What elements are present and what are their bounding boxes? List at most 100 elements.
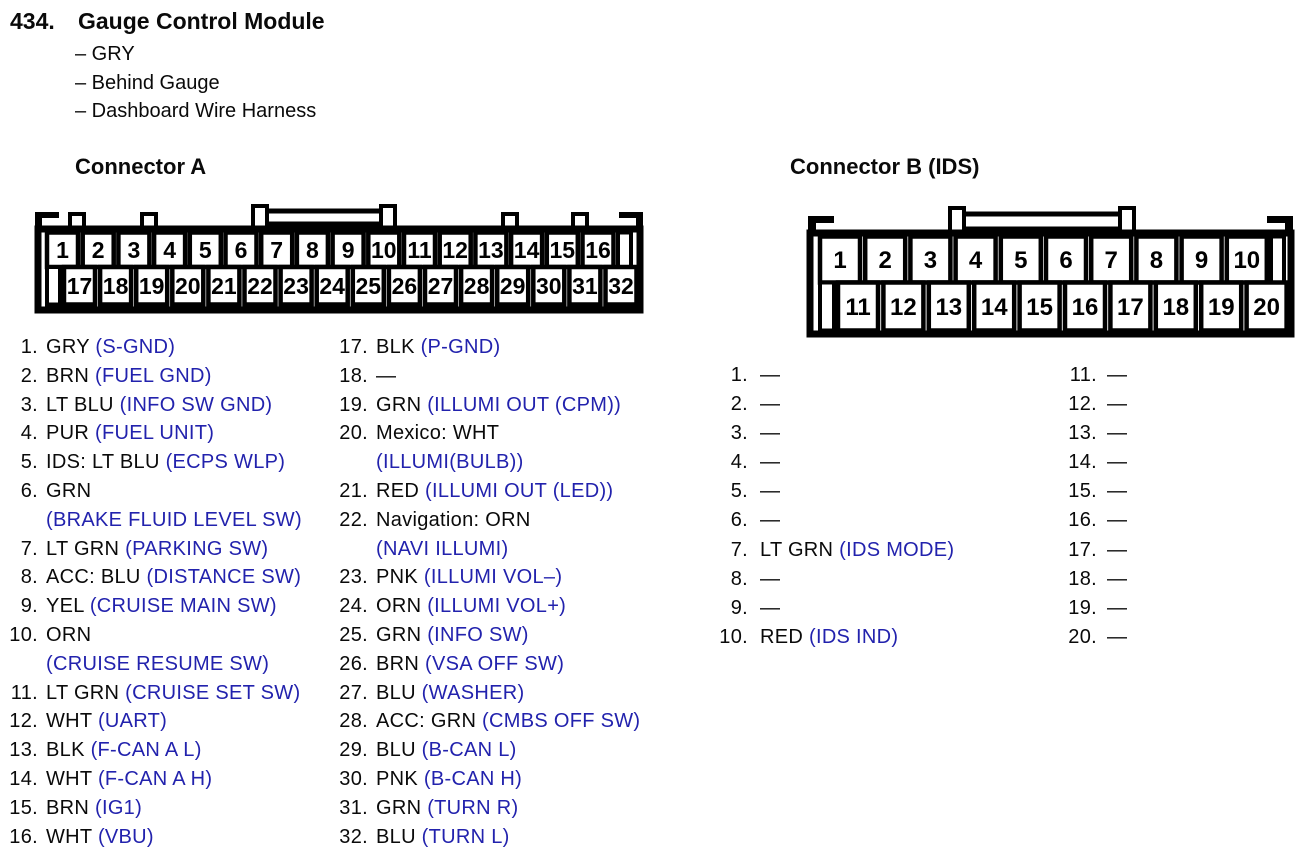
pin-cell bbox=[1088, 234, 1134, 285]
pin-list-desc: RED (ILLUMI OUT (LED)) bbox=[376, 477, 613, 506]
pin-cell bbox=[258, 230, 295, 270]
wire-color-label: PNK bbox=[376, 767, 419, 790]
pin-list-item: 3.— bbox=[700, 419, 954, 448]
pin-list-item: 2.BRN (FUEL GND) bbox=[8, 362, 302, 391]
pin-cell bbox=[314, 264, 350, 307]
signal-name-label: (FUEL GND) bbox=[95, 364, 212, 387]
wire-color-label: LT GRN bbox=[46, 537, 120, 560]
wire-color-label: — bbox=[1107, 393, 1128, 416]
wire-color-label: PUR bbox=[46, 422, 90, 445]
pin-number: 28 bbox=[464, 273, 490, 299]
pin-cell bbox=[1198, 280, 1244, 333]
pin-cell bbox=[116, 230, 152, 270]
pin-cell bbox=[242, 264, 278, 307]
wire-color-label: — bbox=[760, 596, 781, 619]
connector-corner-hook bbox=[35, 212, 42, 230]
pin-list-number: 9. bbox=[730, 596, 748, 619]
pin-list-item: 20.— bbox=[1040, 623, 1127, 652]
pin-list-desc: IDS: LT BLU (ECPS WLP) bbox=[46, 448, 285, 477]
pin-cell bbox=[1153, 280, 1199, 333]
signal-name-label: (IG1) bbox=[95, 796, 143, 819]
wire-color-label: Navigation: ORN bbox=[376, 508, 531, 531]
pin-number: 2 bbox=[879, 247, 892, 274]
pin-list-number: 11. bbox=[1069, 364, 1097, 386]
pin-list-item: 28.ACC: GRN (CMBS OFF SW) bbox=[333, 707, 640, 736]
pin-number: 11 bbox=[407, 237, 432, 263]
pin-list-item: 4.— bbox=[700, 448, 954, 477]
pin-list-desc: LT GRN (CRUISE SET SW) bbox=[46, 679, 300, 708]
pin-list-item: 13.BLK (F-CAN A L) bbox=[8, 736, 302, 765]
pin-cell bbox=[386, 264, 423, 307]
pin-list-number: 8. bbox=[730, 567, 748, 590]
pin-cell bbox=[817, 234, 863, 285]
pin-list-number: 5. bbox=[20, 451, 38, 474]
pin-list-number: 10. bbox=[9, 623, 38, 646]
module-details: – GRY– Behind Gauge– Dashboard Wire Harn… bbox=[75, 40, 316, 126]
pin-list-desc: BLK (P-GND) bbox=[376, 333, 500, 362]
pin-number: 24 bbox=[319, 273, 345, 299]
connector-corner-hook bbox=[636, 212, 643, 230]
wire-color-label: GRN bbox=[376, 796, 422, 819]
pin-list-desc: — bbox=[1107, 536, 1127, 565]
wire-color-label: GRY bbox=[46, 336, 90, 358]
pin-number: 5 bbox=[1014, 247, 1027, 274]
pin-number: 31 bbox=[572, 273, 598, 299]
pin-list-item: 25.GRN (INFO SW) bbox=[333, 621, 640, 650]
pin-number: 13 bbox=[478, 237, 504, 263]
wire-color-label: — bbox=[760, 364, 781, 386]
pin-list-item: 20.Mexico: WHT(ILLUMI(BULB)) bbox=[333, 419, 640, 477]
pin-cell bbox=[1108, 280, 1153, 333]
pin-list-number: 10. bbox=[719, 625, 748, 648]
pin-list-desc: — bbox=[1107, 390, 1127, 419]
wire-color-label: — bbox=[1107, 451, 1128, 474]
wire-color-label: — bbox=[1107, 509, 1128, 532]
pin-number: 15 bbox=[550, 237, 576, 263]
pin-cell bbox=[437, 230, 473, 270]
connector-corner-hook bbox=[35, 212, 59, 218]
connector-clip-bar bbox=[257, 208, 391, 227]
wire-color-label: BLU bbox=[376, 739, 416, 762]
signal-name-label: (B-CAN H) bbox=[423, 767, 523, 790]
pin-number: 9 bbox=[1195, 247, 1208, 274]
pin-number: 22 bbox=[247, 273, 273, 299]
signal-name-label: (BRAKE FLUID LEVEL SW) bbox=[46, 508, 302, 531]
page-title: 434. Gauge Control Module bbox=[10, 8, 325, 34]
signal-name-label: (IDS IND) bbox=[809, 625, 899, 648]
signal-name-label: (ILLUMI OUT (LED)) bbox=[425, 479, 614, 502]
pin-list-desc: ACC: BLU (DISTANCE SW) bbox=[46, 563, 301, 592]
blank-cell bbox=[818, 280, 836, 333]
pin-list-item: 29.BLU (B-CAN L) bbox=[333, 736, 640, 765]
signal-name-label: (ILLUMI VOL+) bbox=[427, 595, 567, 618]
connector-b-pin-list-right: 11.—12.—13.—14.—15.—16.—17.—18.—19.—20.— bbox=[1040, 361, 1127, 652]
pin-number: 23 bbox=[283, 273, 309, 299]
pin-cell bbox=[1244, 280, 1289, 333]
pin-list-number: 3. bbox=[20, 393, 38, 416]
pin-list-desc: GRN (TURN R) bbox=[376, 794, 518, 823]
wire-color-label: PNK bbox=[376, 566, 419, 589]
pin-list-desc: GRN (INFO SW) bbox=[376, 621, 529, 650]
wire-color-label: — bbox=[376, 364, 397, 387]
pin-list-item: 23.PNK (ILLUMI VOL–) bbox=[333, 563, 640, 592]
pin-cell bbox=[544, 230, 581, 270]
pin-list-desc: — bbox=[760, 419, 780, 448]
pin-list-number: 17. bbox=[1068, 538, 1097, 561]
pin-list-item: 31.GRN (TURN R) bbox=[333, 794, 640, 823]
pin-list-number: 11. bbox=[10, 681, 38, 704]
pin-number: 5 bbox=[199, 237, 212, 263]
pin-number: 16 bbox=[1072, 294, 1099, 321]
wire-color-label: ACC: BLU bbox=[46, 566, 141, 589]
pin-number: 30 bbox=[536, 273, 562, 299]
pin-cell bbox=[1134, 234, 1179, 285]
signal-name-label: (FUEL UNIT) bbox=[95, 422, 215, 445]
pin-number: 8 bbox=[1150, 247, 1163, 274]
pin-cell bbox=[223, 230, 259, 270]
pin-list-item: 6.GRN(BRAKE FLUID LEVEL SW) bbox=[8, 477, 302, 535]
pin-list-item: 12.WHT (UART) bbox=[8, 707, 302, 736]
signal-name-label: (WASHER) bbox=[421, 681, 525, 704]
pin-list-item: 16.— bbox=[1040, 506, 1127, 535]
signal-name-label: (UART) bbox=[97, 710, 168, 733]
pin-list-number: 2. bbox=[730, 393, 748, 416]
pin-list-desc: PNK (B-CAN H) bbox=[376, 765, 522, 794]
pin-list-item: 12.— bbox=[1040, 390, 1127, 419]
pin-list-item: 8.ACC: BLU (DISTANCE SW) bbox=[8, 563, 302, 592]
